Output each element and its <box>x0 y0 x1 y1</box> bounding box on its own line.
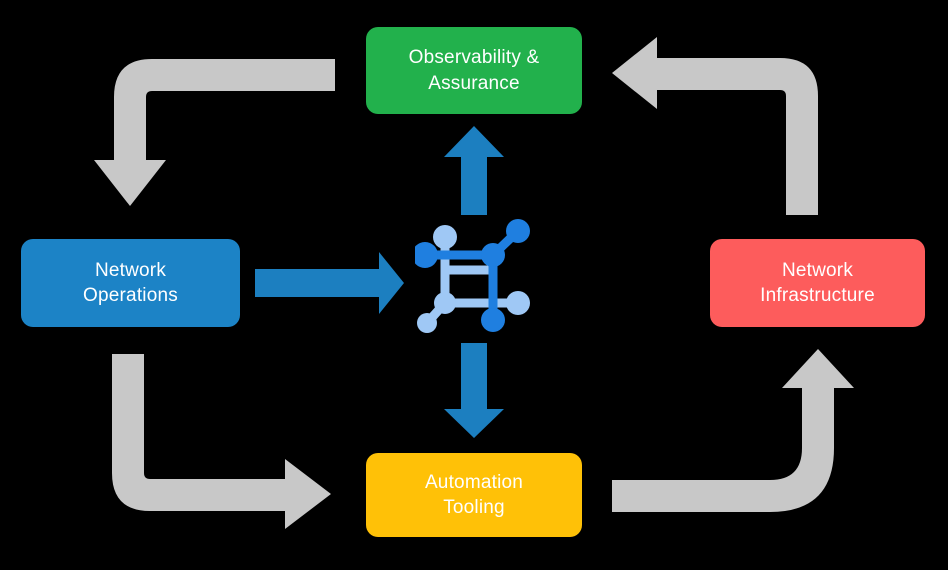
node-label-network-infrastructure: Network Infrastructure <box>760 259 875 306</box>
node-label-observability: Observability & Assurance <box>408 47 540 94</box>
node-network-operations[interactable]: Network Operations <box>21 239 240 327</box>
node-network-infrastructure[interactable]: Network Infrastructure <box>710 239 925 327</box>
arrow-infrastructure-to-observability <box>612 37 818 215</box>
node-observability-assurance[interactable]: Observability & Assurance <box>366 27 582 114</box>
network-topology-icon <box>415 219 530 333</box>
arrow-automation-to-infrastructure <box>612 349 854 512</box>
node-label-automation-tooling: Automation Tooling <box>424 471 524 518</box>
node-label-network-operations: Network Operations <box>83 259 178 306</box>
network-nodes-dark <box>415 219 530 332</box>
arrow-operations-to-center <box>255 252 404 314</box>
arrow-center-to-automation <box>444 343 504 438</box>
node-automation-tooling[interactable]: Automation Tooling <box>366 453 582 537</box>
network-nodes-light <box>417 225 530 333</box>
arrow-operations-to-automation <box>112 354 331 529</box>
arrow-center-to-observability <box>444 126 504 215</box>
arrow-observability-to-operations <box>94 59 335 206</box>
